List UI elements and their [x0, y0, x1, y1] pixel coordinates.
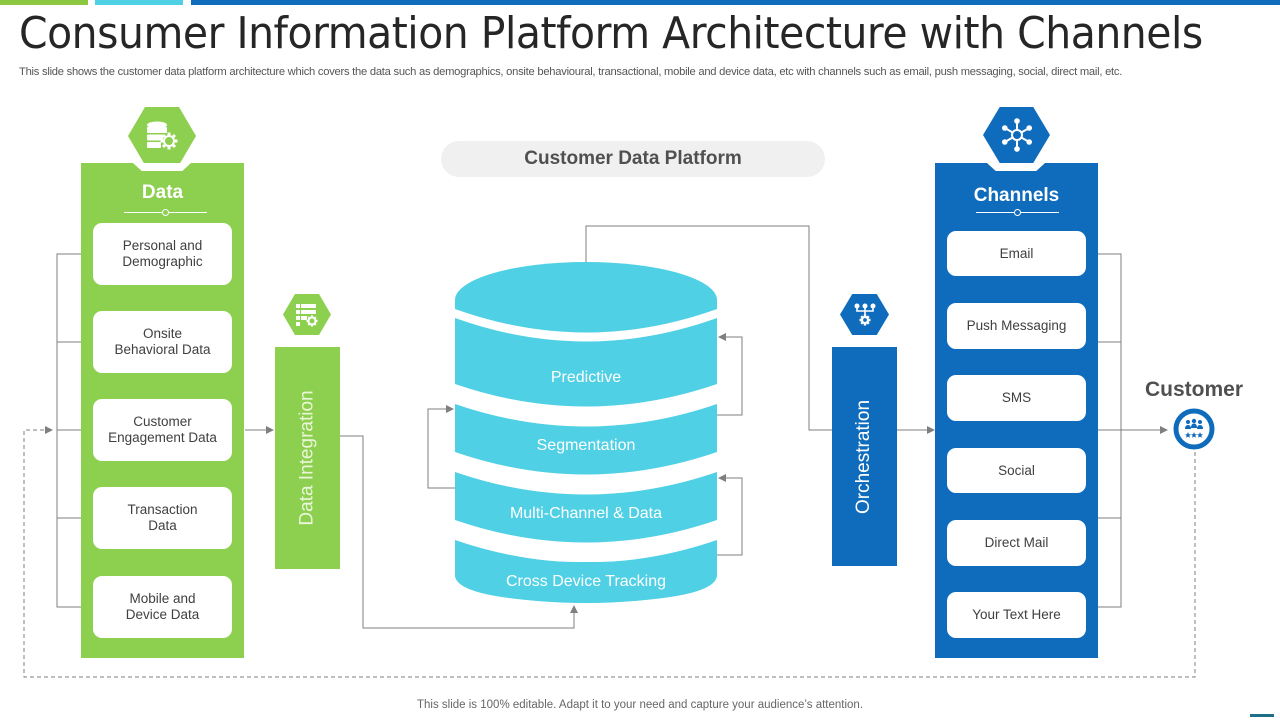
integration-hex-badge	[283, 294, 331, 335]
slide-subtitle: This slide shows the customer data platf…	[19, 66, 1123, 78]
channel-item-email[interactable]: Email	[947, 231, 1086, 276]
channels-panel-title: Channels	[973, 185, 1060, 206]
data-panel: Data Personal and Demographic Onsite Beh…	[81, 163, 244, 658]
database-gear-icon	[147, 121, 178, 150]
hierarchy-gear-icon	[854, 303, 875, 325]
feedback-arrow-left	[427, 405, 455, 489]
slide-title: Consumer Information Platform Architectu…	[19, 8, 1203, 59]
customer-group-rating-icon	[1173, 408, 1215, 450]
channels-panel: Channels Email Push Messaging SMS Social…	[935, 163, 1098, 658]
title-divider	[124, 209, 207, 216]
customer-feedback-loop	[23, 426, 1196, 678]
title-divider	[976, 209, 1059, 216]
channel-item-direct-mail[interactable]: Direct Mail	[947, 520, 1086, 566]
slide-footer: This slide is 100% editable. Adapt it to…	[416, 699, 864, 711]
panel-notch	[133, 163, 191, 171]
feedback-arrow-right-lower	[717, 474, 743, 556]
orchestration-label: Orchestration	[853, 399, 875, 514]
network-hub-icon	[1001, 118, 1032, 152]
data-item-personal-demographic[interactable]: Personal and Demographic	[93, 223, 232, 285]
integration-to-platform-arrow	[340, 435, 578, 629]
data-integration-label: Data Integration	[296, 390, 318, 526]
channel-item-your-text-here[interactable]: Your Text Here	[947, 592, 1086, 638]
accent-bar-cyan	[95, 0, 183, 5]
orchestration-bar: Orchestration	[832, 347, 897, 566]
layer-label-segmentation: Segmentation	[536, 437, 636, 454]
platform-title-pill: Customer Data Platform	[441, 141, 825, 177]
feedback-arrow-right-upper	[717, 333, 743, 416]
channel-item-push-messaging[interactable]: Push Messaging	[947, 303, 1086, 349]
data-item-customer-engagement[interactable]: Customer Engagement Data	[93, 399, 232, 461]
data-item-onsite-behavioral[interactable]: Onsite Behavioral Data	[93, 311, 232, 373]
channel-item-social[interactable]: Social	[947, 448, 1086, 493]
accent-bar-green	[0, 0, 88, 5]
data-item-transaction[interactable]: Transaction Data	[93, 487, 232, 549]
accent-bar-blue	[191, 0, 1280, 5]
panel-notch	[987, 163, 1045, 171]
data-integration-bar: Data Integration	[275, 347, 340, 569]
footer-accent-mark	[1250, 714, 1274, 717]
data-item-mobile-device[interactable]: Mobile and Device Data	[93, 576, 232, 638]
layer-label-multichannel: Multi-Channel & Data	[509, 505, 663, 522]
orchestration-hex-badge	[840, 294, 889, 335]
layer-label-cross-device: Cross Device Tracking	[505, 573, 667, 590]
customer-label: Customer	[1144, 378, 1244, 401]
table-gear-icon	[296, 303, 318, 326]
data-panel-title: Data	[141, 182, 184, 203]
layer-label-predictive: Predictive	[550, 369, 622, 386]
channel-item-sms[interactable]: SMS	[947, 375, 1086, 421]
platform-to-orchestration-line	[585, 225, 832, 431]
